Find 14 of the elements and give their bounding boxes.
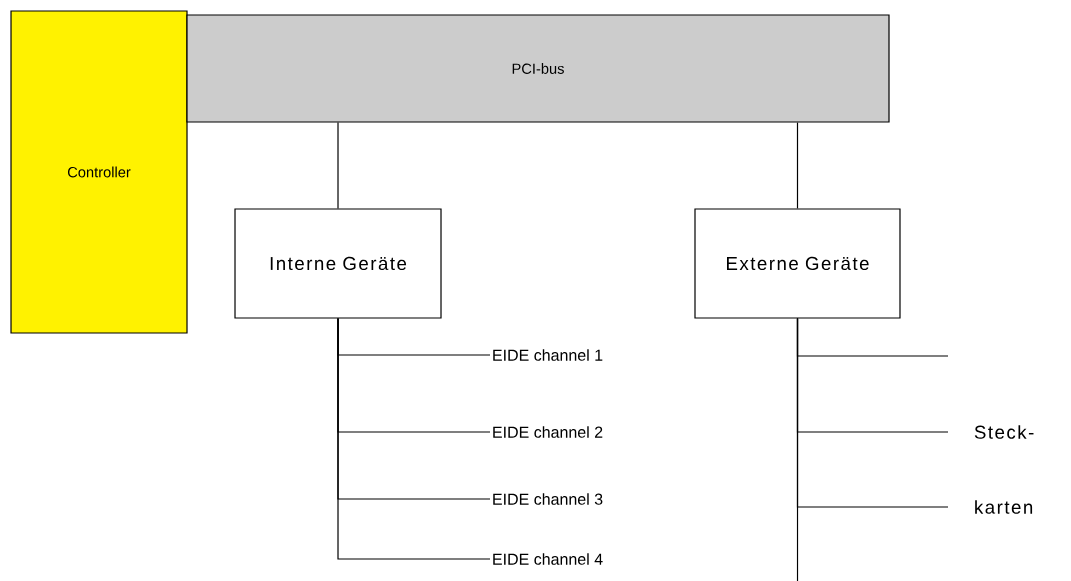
slot-label: karten	[975, 500, 1033, 514]
connector-line	[337, 122, 339, 209]
controller-box: Controller	[10, 10, 188, 334]
bus-bar: PCI-bus	[186, 14, 890, 123]
channel-label: EIDE channel 4	[493, 553, 603, 565]
connector-line	[337, 318, 491, 560]
channel-label: EIDE channel 3	[493, 493, 603, 505]
channel-label: EIDE channel 2	[493, 426, 603, 438]
device-box: Interne Geräte	[234, 208, 442, 319]
channel-label: EIDE channel 1	[493, 349, 603, 361]
slot-label: Steck-	[974, 425, 1034, 439]
connector-line	[796, 318, 799, 581]
connector-line	[796, 122, 799, 209]
device-box: Externe Geräte	[694, 208, 901, 319]
